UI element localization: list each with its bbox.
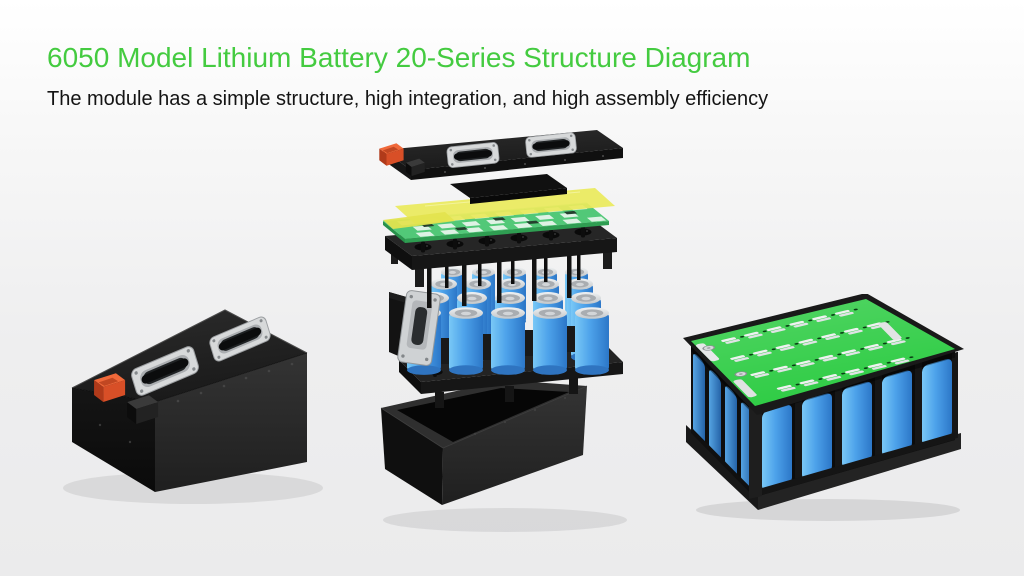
pack-enclosure xyxy=(71,309,308,492)
pack-lid xyxy=(379,130,623,180)
assembled-battery-module-render xyxy=(683,294,964,521)
closed-battery-pack-render xyxy=(63,309,323,504)
side-bracket-handle xyxy=(397,290,441,366)
module-shadow xyxy=(696,499,960,521)
pcb-pad-grid xyxy=(695,307,917,398)
busbar-strips xyxy=(695,322,902,398)
module-top-pcb xyxy=(683,294,964,415)
exploded-battery-module-render xyxy=(379,130,627,532)
page-subtitle: The module has a simple structure, high … xyxy=(47,88,769,110)
screws xyxy=(98,362,294,444)
bottom-enclosure xyxy=(380,380,588,505)
tray-corner-posts xyxy=(441,326,575,364)
under-lid-frame xyxy=(450,174,567,204)
pack-shadow xyxy=(63,472,323,504)
module-shadow xyxy=(383,508,627,532)
page-title: 6050 Model Lithium Battery 20-Series Str… xyxy=(47,42,751,73)
module-right-cells xyxy=(749,348,958,499)
terminal-studs xyxy=(702,345,748,377)
figure-exploded-module xyxy=(355,124,655,538)
figure-assembled-module xyxy=(678,294,988,528)
lid-screws xyxy=(444,155,604,173)
figure-closed-battery-pack xyxy=(55,290,355,515)
